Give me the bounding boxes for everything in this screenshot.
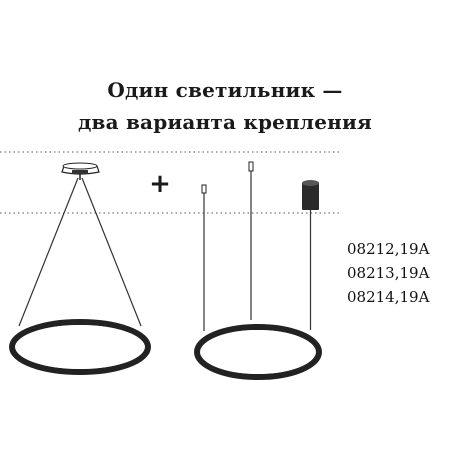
rod-middle xyxy=(248,161,254,320)
rod-suspension-variant xyxy=(194,161,322,380)
ceiling-canopy-icon xyxy=(61,162,100,180)
ring-lamp-icon xyxy=(194,324,322,380)
heading-line-1: Один светильник — xyxy=(107,78,343,102)
suspension-cable-right xyxy=(81,177,142,327)
model-code: 08214,19A xyxy=(347,288,430,306)
model-code: 08212,19A xyxy=(347,240,430,258)
heading-line-2: два варианта крепления xyxy=(78,110,372,134)
model-codes-list: 08212,19A 08213,19A 08214,19A xyxy=(347,237,429,309)
rod-left xyxy=(201,184,207,331)
model-code: 08213,19A xyxy=(347,264,430,282)
plus-sign: + xyxy=(149,169,171,199)
ring-lamp-icon xyxy=(9,319,151,375)
cylinder-canopy-icon xyxy=(302,180,319,330)
suspension-cable-left xyxy=(18,177,79,327)
cable-suspension-variant xyxy=(9,162,151,375)
